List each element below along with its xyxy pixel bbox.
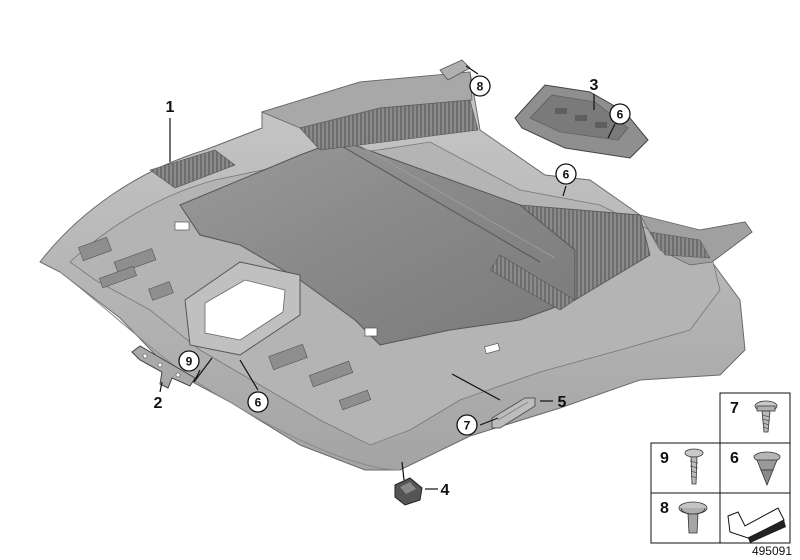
document-number: 495091	[752, 544, 792, 558]
circle-callout-6-mid: 6	[555, 163, 577, 185]
screw-9-icon	[684, 448, 704, 485]
material-arrow-icon	[727, 507, 786, 543]
callout-6-top: 6	[617, 108, 624, 122]
legend-number-7: 7	[730, 400, 739, 417]
bracket-part-2	[131, 345, 196, 389]
clip-6-icon	[753, 451, 781, 487]
headliner-part	[39, 71, 753, 471]
circle-callout-9: 9	[178, 350, 200, 372]
legend-number-6: 6	[730, 450, 739, 467]
fastener-legend: 7 9 6 8	[650, 392, 791, 544]
legend-number-8: 8	[660, 500, 669, 517]
callout-9: 9	[186, 355, 193, 369]
screw-7-icon	[754, 400, 778, 433]
circle-callout-8: 8	[469, 75, 491, 97]
leader-lines	[159, 65, 616, 490]
callout-7: 7	[464, 419, 471, 433]
callout-6-low: 6	[255, 396, 262, 410]
panel-part-3	[514, 84, 649, 159]
callout-8: 8	[477, 80, 484, 94]
callout-5: 5	[558, 394, 567, 411]
circle-callout-6-top: 6	[609, 103, 631, 125]
legend-number-9: 9	[660, 450, 669, 467]
push-clip-8-icon	[678, 501, 708, 534]
callout-6-mid: 6	[563, 168, 570, 182]
callout-1: 1	[166, 99, 175, 116]
callout-4: 4	[441, 482, 450, 499]
clip-part-4	[394, 477, 423, 506]
callout-2: 2	[154, 395, 163, 412]
circle-callout-7: 7	[456, 414, 478, 436]
callout-3: 3	[590, 77, 599, 94]
cover-part-5	[491, 397, 536, 429]
circle-callout-6-low: 6	[247, 391, 269, 413]
